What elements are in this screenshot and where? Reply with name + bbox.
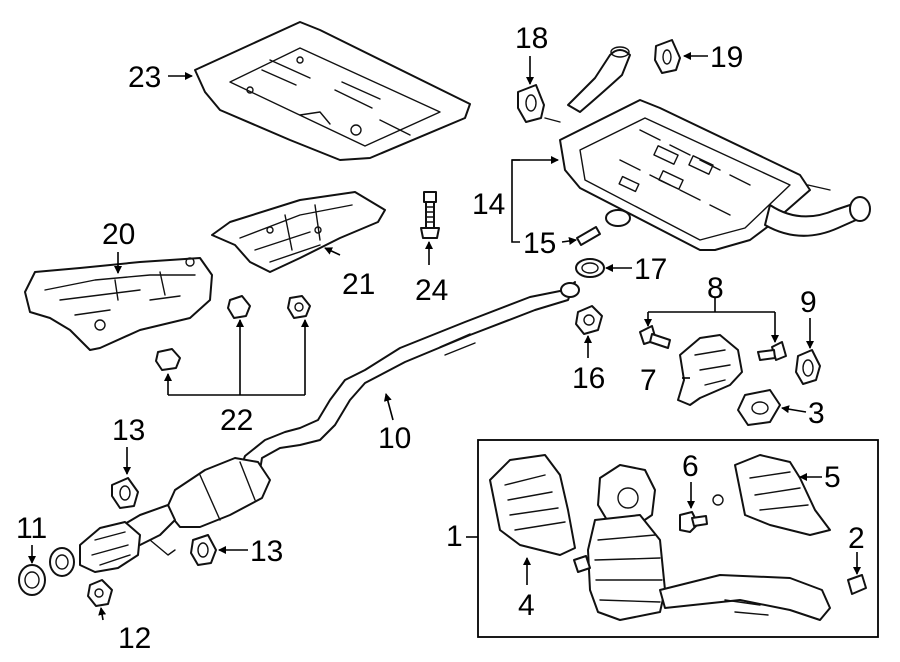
nut-22a-part	[227, 295, 251, 319]
gasket-3-part	[737, 389, 781, 426]
callout-22: 22	[220, 404, 253, 437]
hanger-9-part	[795, 349, 821, 385]
callout-24: 24	[415, 274, 448, 307]
callout-3: 3	[808, 397, 825, 430]
stud-2-part	[847, 574, 867, 595]
stud-bolt-24-part	[420, 191, 440, 239]
hanger-13a-part	[111, 477, 139, 509]
callout-8: 8	[707, 272, 724, 305]
splash-shield-part	[194, 21, 471, 161]
callout-2: 2	[848, 522, 865, 555]
callout-13-bottom: 13	[250, 535, 283, 568]
hanger-13b-part	[190, 534, 217, 566]
callout-11: 11	[16, 512, 47, 545]
leader-lines	[28, 52, 861, 621]
callout-23: 23	[128, 61, 161, 94]
callout-4: 4	[518, 589, 535, 622]
bolt-8a-part	[639, 325, 671, 349]
assembly-1-inset-frame	[477, 439, 879, 638]
bolt-8b-part	[757, 341, 787, 361]
callout-13-top: 13	[112, 414, 145, 447]
callout-1: 1	[446, 520, 463, 553]
muffler-assembly-part	[544, 46, 871, 251]
bracket-small-part	[573, 555, 591, 573]
exhaust-manifold-converter-part	[587, 464, 831, 621]
callout-16: 16	[572, 362, 605, 395]
gasket-17-part	[575, 258, 605, 278]
callout-18: 18	[515, 22, 548, 55]
front-exhaust-pipe-10-part	[49, 281, 580, 577]
nut-22b-part	[287, 295, 311, 319]
callout-20: 20	[102, 218, 135, 251]
nut-16-part	[575, 305, 603, 335]
shield-7-part	[677, 334, 743, 406]
callout-9: 9	[800, 286, 817, 319]
stud-15-part	[576, 226, 601, 246]
nut-22c-part	[155, 348, 181, 371]
callout-14: 14	[472, 188, 505, 221]
callout-17: 17	[634, 253, 667, 286]
callout-15: 15	[523, 227, 556, 260]
callout-12: 12	[118, 622, 151, 655]
manifold-heat-shield-20-part	[24, 257, 213, 351]
heat-shield-5-part	[734, 454, 831, 536]
heat-shield-21-part	[211, 191, 386, 273]
callout-6: 6	[682, 450, 699, 483]
nut-12-part	[87, 579, 113, 607]
callout-10: 10	[378, 422, 411, 455]
gasket-11-part	[18, 564, 46, 596]
callout-19: 19	[710, 41, 743, 74]
bolt-6-part	[679, 494, 724, 533]
hanger-18-part	[517, 84, 545, 123]
heat-shield-4-part	[489, 454, 576, 556]
callout-21: 21	[342, 268, 375, 301]
hanger-19-part	[654, 39, 681, 74]
callout-5: 5	[824, 461, 841, 494]
callout-7: 7	[640, 364, 657, 397]
